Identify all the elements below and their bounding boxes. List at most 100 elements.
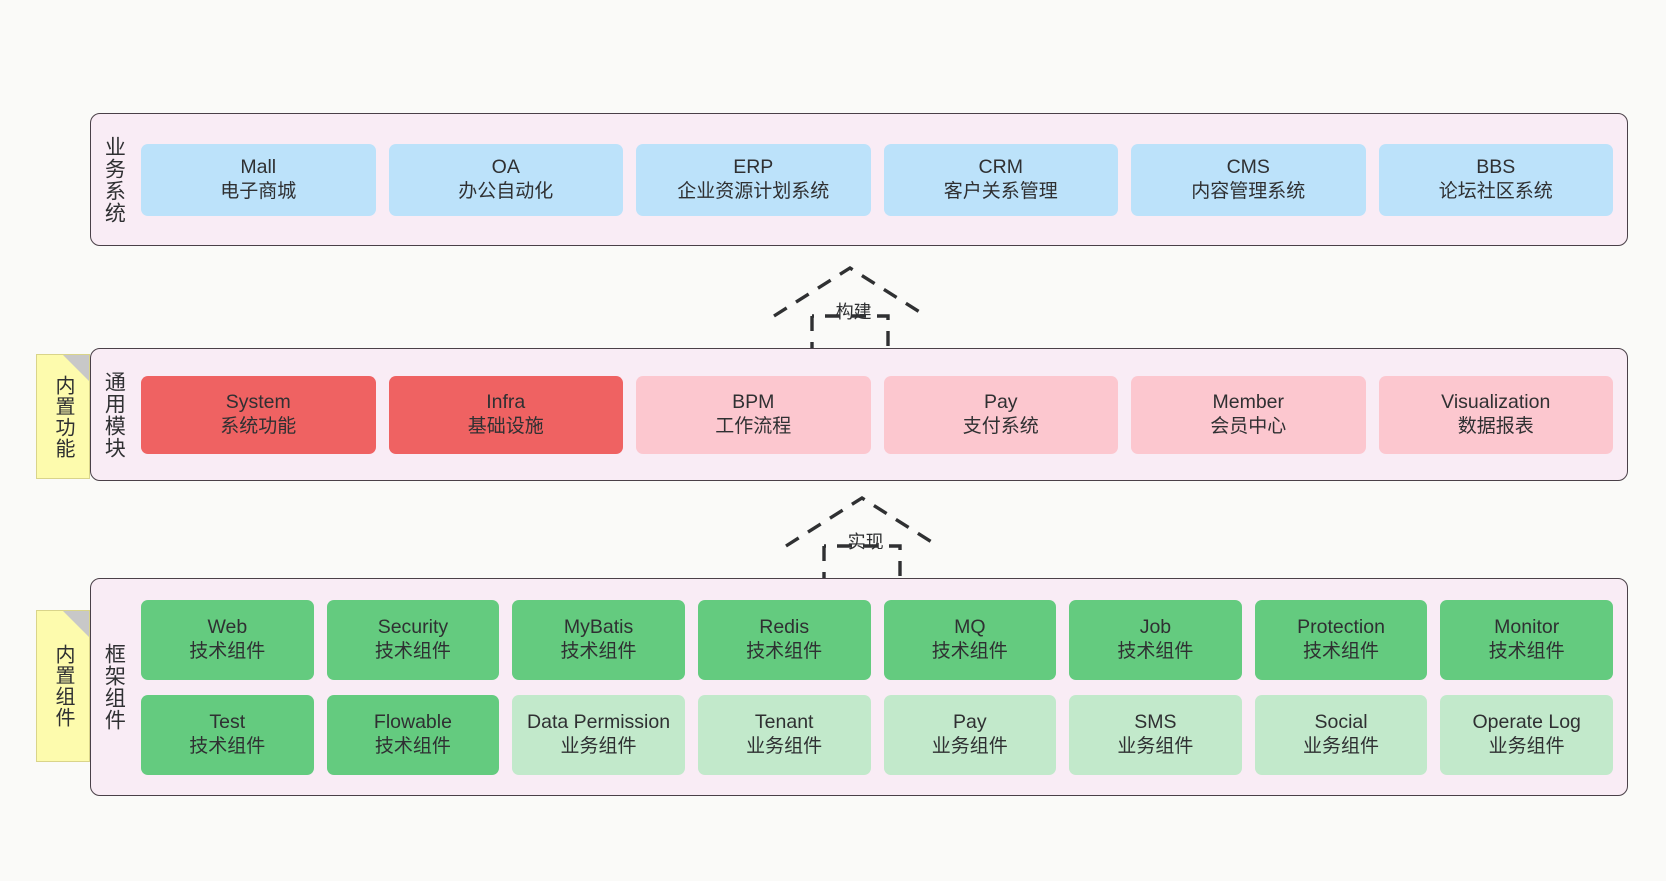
node-erp[interactable]: ERP 企业资源计划系统 [636, 143, 871, 216]
node-label-en: Member [1212, 390, 1285, 413]
node-label-cn: 论坛社区系统 [1438, 180, 1553, 202]
node-label-cn: 业务组件 [746, 735, 823, 757]
node-label-en: ERP [733, 155, 774, 178]
node-label-en: Security [377, 615, 449, 638]
node-oa[interactable]: OA 办公自动化 [388, 143, 623, 216]
layer-title-business: 业务系统 [102, 135, 126, 224]
node-system[interactable]: System 系统功能 [141, 375, 376, 454]
node-label-cn: 业务组件 [1117, 735, 1194, 757]
node-label-cn: 技术组件 [1488, 640, 1565, 662]
node-label-en: Protection [1297, 615, 1385, 638]
arrowhead-dashed-path [773, 265, 927, 318]
note-label: 内置功能 [52, 374, 74, 459]
node-flowable[interactable]: Flowable 技术组件 [326, 694, 500, 775]
node-infra[interactable]: Infra 基础设施 [388, 375, 623, 454]
arrow-label-implement: 实现 [847, 532, 884, 552]
node-label-en: OA [491, 155, 520, 178]
node-label-en: Test [209, 710, 246, 733]
layer-business-systems: 业务系统 Mall 电子商城 OA 办公自动化 ERP 企业资源计划系统 CRM… [90, 113, 1628, 246]
layer-title-common: 通用模块 [102, 370, 126, 459]
note-label: 内置组件 [52, 644, 74, 728]
node-label-cn: 工作流程 [715, 415, 792, 437]
node-operate-log[interactable]: Operate Log 业务组件 [1440, 694, 1613, 775]
node-test[interactable]: Test 技术组件 [141, 694, 314, 775]
node-redis[interactable]: Redis 技术组件 [697, 599, 871, 680]
node-label-cn: 技术组件 [746, 640, 823, 662]
common-node-row: System 系统功能 Infra 基础设施 BPM 工作流程 Pay 支付系统… [141, 375, 1613, 454]
node-data-permission[interactable]: Data Permission 业务组件 [512, 694, 685, 775]
node-mq[interactable]: MQ 技术组件 [883, 599, 1057, 680]
node-label-cn: 技术组件 [189, 735, 266, 757]
node-label-cn: 技术组件 [560, 640, 637, 662]
node-label-cn: 业务组件 [931, 735, 1008, 757]
note-builtin-features: 内置功能 [36, 354, 90, 479]
node-label-cn: 技术组件 [1303, 640, 1380, 662]
node-label-cn: 客户关系管理 [943, 180, 1058, 202]
node-label-cn: 支付系统 [962, 415, 1039, 437]
node-bpm[interactable]: BPM 工作流程 [636, 375, 871, 454]
node-protection[interactable]: Protection 技术组件 [1254, 599, 1428, 680]
node-label-cn: 办公自动化 [458, 180, 554, 202]
node-label-cn: 数据报表 [1457, 415, 1534, 437]
node-label-cn: 业务组件 [1488, 735, 1565, 757]
node-label-en: CRM [978, 155, 1023, 178]
business-node-row: Mall 电子商城 OA 办公自动化 ERP 企业资源计划系统 CRM 客户关系… [141, 143, 1613, 216]
node-label-cn: 系统功能 [220, 415, 297, 437]
node-visualization[interactable]: Visualization 数据报表 [1378, 375, 1613, 454]
node-label-en: System [225, 390, 291, 413]
node-cms[interactable]: CMS 内容管理系统 [1131, 143, 1366, 216]
arrow-build: 构建 [760, 262, 940, 360]
node-label-en: Data Permission [527, 710, 671, 733]
node-member[interactable]: Member 会员中心 [1131, 375, 1366, 454]
node-label-cn: 技术组件 [189, 640, 266, 662]
note-builtin-components: 内置组件 [36, 610, 90, 762]
node-label-cn: 技术组件 [374, 735, 451, 757]
node-label-en: BPM [732, 390, 775, 413]
node-crm[interactable]: CRM 客户关系管理 [883, 143, 1118, 216]
arrow-label-build: 构建 [835, 302, 872, 322]
layer-body-framework: Web 技术组件 Security 技术组件 MyBatis 技术组件 Redi… [135, 579, 1627, 795]
node-label-en: Operate Log [1472, 710, 1581, 733]
node-label-en: Tenant [754, 710, 814, 733]
node-label-cn: 业务组件 [1303, 735, 1380, 757]
node-label-en: CMS [1226, 155, 1270, 178]
node-web[interactable]: Web 技术组件 [141, 599, 314, 680]
node-sms[interactable]: SMS 业务组件 [1069, 694, 1242, 775]
layer-common-modules: 通用模块 System 系统功能 Infra 基础设施 BPM 工作流程 Pay… [90, 348, 1628, 481]
node-label-en: Monitor [1494, 615, 1560, 638]
node-bbs[interactable]: BBS 论坛社区系统 [1378, 143, 1613, 216]
framework-tech-row: Web 技术组件 Security 技术组件 MyBatis 技术组件 Redi… [141, 599, 1613, 680]
node-label-en: Mall [240, 155, 277, 178]
arrowhead-dashed-path [785, 495, 939, 548]
node-label-en: Redis [759, 615, 810, 638]
layer-framework-components: 框架组件 Web 技术组件 Security 技术组件 MyBatis 技术组件… [90, 578, 1628, 796]
node-label-en: Visualization [1441, 390, 1551, 413]
node-label-en: Job [1139, 615, 1172, 638]
node-label-en: BBS [1476, 155, 1516, 178]
layer-body-common: System 系统功能 Infra 基础设施 BPM 工作流程 Pay 支付系统… [135, 349, 1627, 480]
node-label-en: MQ [954, 615, 986, 638]
node-label-cn: 会员中心 [1210, 415, 1287, 437]
layer-title-framework: 框架组件 [102, 643, 126, 731]
node-label-en: Web [207, 615, 248, 638]
node-label-en: MyBatis [563, 615, 634, 638]
node-social[interactable]: Social 业务组件 [1254, 694, 1428, 775]
node-mybatis[interactable]: MyBatis 技术组件 [512, 599, 685, 680]
node-label-en: Pay [953, 710, 987, 733]
node-pay-component[interactable]: Pay 业务组件 [883, 694, 1057, 775]
node-tenant[interactable]: Tenant 业务组件 [697, 694, 871, 775]
node-label-en: Infra [486, 390, 526, 413]
node-label-en: Social [1314, 710, 1368, 733]
node-label-cn: 技术组件 [1117, 640, 1194, 662]
node-job[interactable]: Job 技术组件 [1069, 599, 1242, 680]
node-security[interactable]: Security 技术组件 [326, 599, 500, 680]
node-monitor[interactable]: Monitor 技术组件 [1440, 599, 1613, 680]
node-mall[interactable]: Mall 电子商城 [141, 143, 376, 216]
layer-body-business: Mall 电子商城 OA 办公自动化 ERP 企业资源计划系统 CRM 客户关系… [135, 114, 1627, 245]
node-label-cn: 企业资源计划系统 [677, 180, 830, 202]
node-pay[interactable]: Pay 支付系统 [883, 375, 1118, 454]
node-label-cn: 内容管理系统 [1191, 180, 1306, 202]
node-label-cn: 技术组件 [931, 640, 1008, 662]
node-label-cn: 电子商城 [220, 180, 297, 202]
